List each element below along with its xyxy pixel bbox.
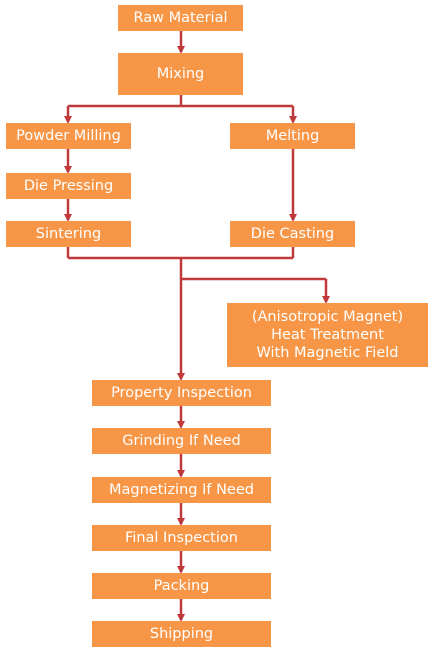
step-powder-milling: Powder Milling — [6, 123, 131, 149]
step-die-casting: Die Casting — [230, 221, 355, 247]
step-die-pressing: Die Pressing — [6, 173, 131, 199]
step-grinding: Grinding If Need — [92, 428, 271, 454]
step-anisotropic-heat-treatment: (Anisotropic Magnet) Heat Treatment With… — [227, 303, 428, 367]
step-melting: Melting — [230, 123, 355, 149]
step-packing: Packing — [92, 573, 271, 599]
step-sintering: Sintering — [6, 221, 131, 247]
step-final-inspection: Final Inspection — [92, 525, 271, 551]
step-mixing: Mixing — [118, 53, 243, 95]
step-property-inspection: Property Inspection — [92, 380, 271, 406]
step-magnetizing: Magnetizing If Need — [92, 477, 271, 503]
step-shipping: Shipping — [92, 621, 271, 647]
step-raw-material: Raw Material — [118, 5, 243, 31]
